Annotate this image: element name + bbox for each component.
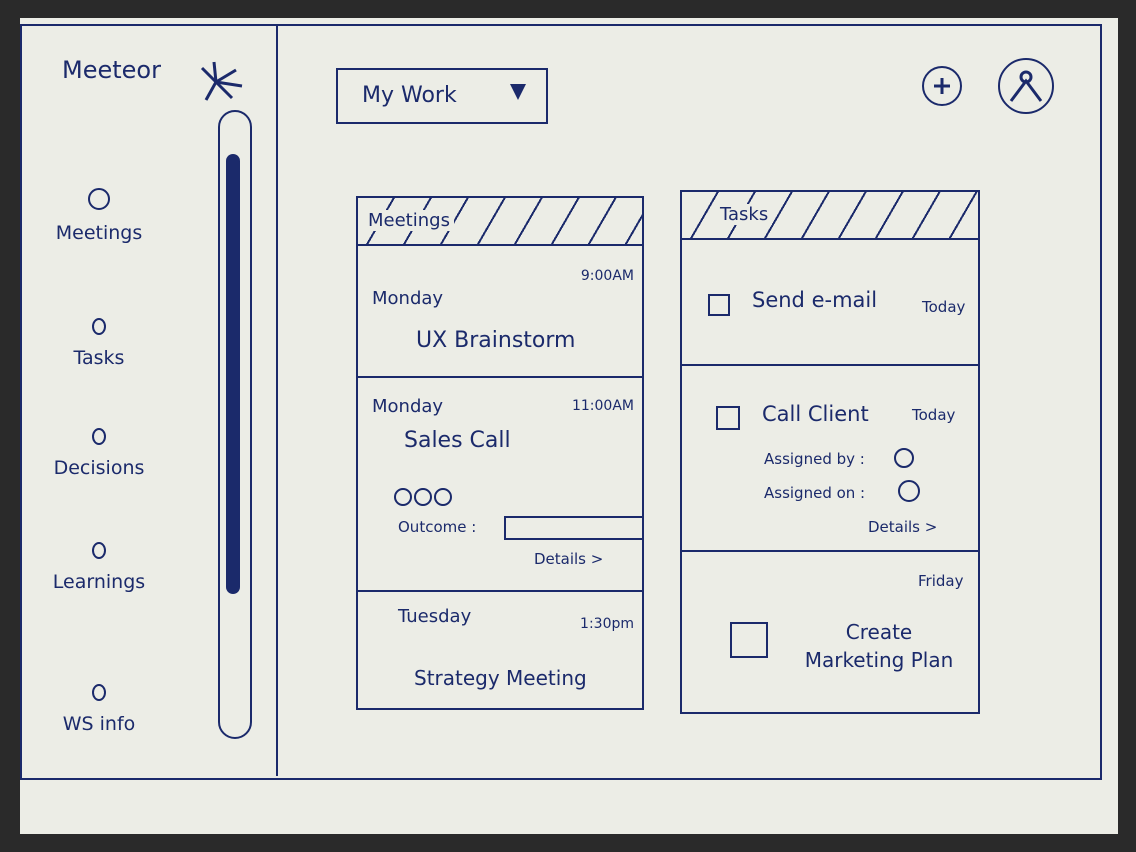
attendee-avatar-icon: [394, 488, 412, 506]
sidebar-scrollbar[interactable]: [218, 110, 252, 739]
meeting-name: Sales Call: [404, 428, 511, 453]
task-checkbox[interactable]: [716, 406, 740, 430]
view-selector-dropdown[interactable]: My Work: [336, 68, 548, 124]
meeting-name: UX Brainstorm: [416, 328, 576, 353]
paper-background: [20, 18, 1118, 834]
sidebar-item-meetings[interactable]: Meetings: [24, 188, 174, 244]
meeting-day: Monday: [372, 396, 444, 417]
tasks-icon: [92, 318, 106, 335]
meeting-item[interactable]: Monday 9:00AM UX Brainstorm: [358, 246, 642, 378]
meeting-time: 11:00AM: [571, 398, 634, 414]
meeting-item[interactable]: Monday 11:00AM Sales Call Outcome : Deta…: [358, 378, 642, 592]
meeting-name: Strategy Meeting: [414, 666, 587, 690]
meetings-card-title: Meetings: [364, 210, 454, 231]
task-due: Today: [922, 298, 966, 316]
attendee-avatar-icon: [414, 488, 432, 506]
tasks-card-header: Tasks: [682, 192, 978, 240]
logo-sparkle-icon: [200, 61, 243, 101]
ws-info-icon: [92, 684, 106, 701]
outcome-label: Outcome :: [398, 518, 477, 536]
profile-button[interactable]: [998, 58, 1054, 114]
decisions-icon: [92, 428, 106, 445]
meeting-details-link[interactable]: Details >: [534, 550, 604, 568]
user-avatar-icon: [1009, 70, 1043, 102]
task-item[interactable]: Send e-mail Today: [682, 240, 978, 366]
meeting-time: 9:00AM: [580, 268, 634, 284]
tasks-card: Tasks Send e-mail Today Call Client Toda…: [680, 190, 980, 714]
learnings-icon: [92, 542, 106, 559]
sidebar-item-decisions[interactable]: Decisions: [24, 428, 174, 479]
sidebar-item-label: Tasks: [73, 347, 125, 369]
sidebar-item-label: Meetings: [55, 222, 143, 244]
meetings-card: Meetings Monday 9:00AM UX Brainstorm Mon…: [356, 196, 644, 710]
meeting-day: Monday: [372, 288, 444, 309]
meeting-item[interactable]: Tuesday 1:30pm Strategy Meeting: [358, 592, 642, 708]
sidebar-item-tasks[interactable]: Tasks: [24, 318, 174, 369]
app-logo-text: Meeteor: [62, 56, 161, 84]
task-item[interactable]: Call Client Today Assigned by : Assigned…: [682, 366, 978, 552]
attendee-avatar-icon: [434, 488, 452, 506]
task-item[interactable]: Friday Create Marketing Plan: [682, 552, 978, 712]
task-name: Call Client: [762, 402, 869, 426]
task-due: Today: [912, 406, 956, 424]
plus-icon: [934, 78, 950, 94]
task-checkbox[interactable]: [730, 622, 768, 658]
assignee-avatar-icon: [898, 480, 920, 502]
add-button[interactable]: [922, 66, 962, 106]
scrollbar-thumb[interactable]: [226, 154, 240, 594]
sidebar-item-ws-info[interactable]: WS info: [24, 684, 174, 735]
meeting-day: Tuesday: [398, 606, 472, 627]
tasks-card-title: Tasks: [716, 204, 773, 225]
task-name: Send e-mail: [752, 288, 878, 312]
app-window: [20, 24, 1102, 780]
task-name: Create Marketing Plan: [804, 620, 954, 672]
sidebar: [22, 26, 278, 776]
meeting-time: 1:30pm: [580, 616, 634, 632]
view-selector-label: My Work: [362, 83, 457, 108]
assigned-by-label: Assigned by :: [764, 450, 865, 468]
assigned-on-label: Assigned on :: [764, 484, 866, 502]
sidebar-item-label: WS info: [62, 713, 136, 735]
sidebar-item-learnings[interactable]: Learnings: [24, 542, 174, 593]
meetings-icon: [88, 188, 110, 210]
task-due: Friday: [918, 572, 964, 590]
sidebar-item-label: Learnings: [52, 571, 146, 593]
dropdown-caret-icon: [510, 84, 526, 100]
task-details-link[interactable]: Details >: [868, 518, 938, 536]
assigner-avatar-icon: [894, 448, 914, 468]
meetings-card-header: Meetings: [358, 198, 642, 246]
sidebar-item-label: Decisions: [53, 457, 145, 479]
task-checkbox[interactable]: [708, 294, 730, 316]
outcome-input[interactable]: [504, 516, 642, 540]
